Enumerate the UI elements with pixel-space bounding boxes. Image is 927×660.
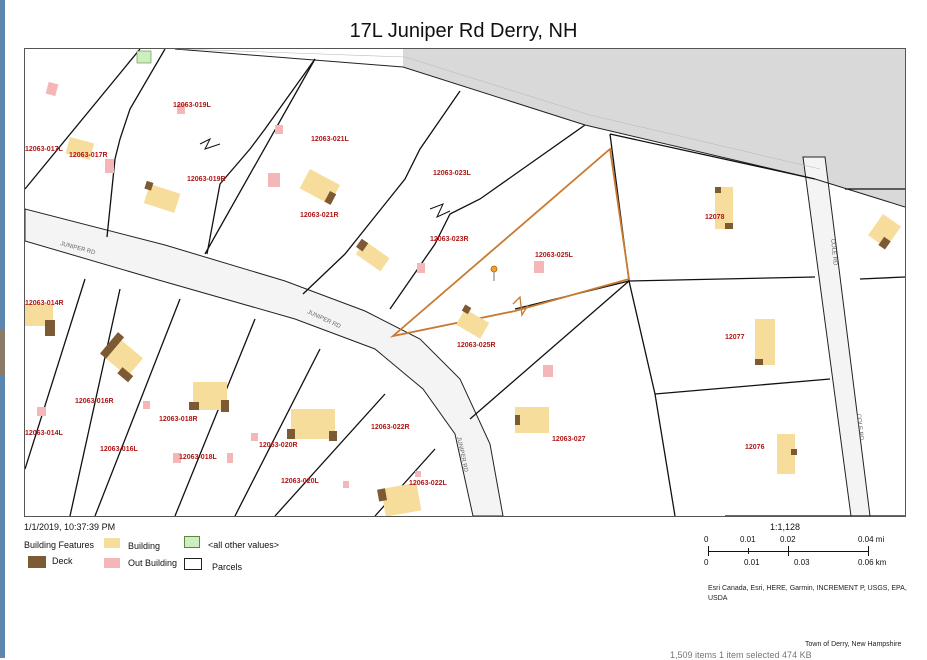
scale-tick [788,546,789,556]
window-edge [0,0,5,658]
parcel-label: 12063-018L [179,454,217,461]
scale-km-tick: 0 [704,558,709,567]
scale-mi-tick: 0 [704,535,709,544]
road-label: COLE RD [829,239,838,267]
parcel-label: 12063-022L [409,480,447,487]
building [136,50,152,64]
building [299,169,341,205]
parcel-label: 12063-025L [535,252,573,259]
scale-mi-tick: 0.02 [780,535,796,544]
out-building-swatch [104,558,120,568]
deck-swatch [28,556,46,568]
legend-label-other: <all other values> [208,540,280,550]
building [377,482,422,516]
building [777,434,797,474]
building [287,409,337,441]
parcel-label: 12063-020L [281,478,319,485]
building [868,214,902,250]
parcel-label: 12063-019R [187,176,226,183]
parcel-label: 12063-025R [457,342,496,349]
scale-mi-tick: 0.01 [740,535,756,544]
building [515,407,549,433]
map-canvas[interactable]: 12063-019L 12063-017L 12063-017R 12063-0… [25,49,905,516]
scale-km-tick: 0.01 [744,558,760,567]
parcel-label: 12063-022R [371,424,410,431]
map-title: 17L Juniper Rd Derry, NH [349,20,578,42]
status-bar: 1,509 items 1 item selected 474 KB [670,650,812,660]
building [355,238,390,272]
scale-tick [868,546,869,556]
parcel-label: 12063-023R [430,236,469,243]
buildings [25,50,902,516]
parcel-label: 12063-017R [69,152,108,159]
scale-tick [708,546,709,556]
parcel-label: 12063-023L [433,170,471,177]
parcel-label: 12077 [725,334,745,341]
building [25,304,55,336]
legend-label-deck: Deck [52,556,73,566]
out-buildings [37,81,553,488]
scale-km-tick: 0.06 km [858,558,887,567]
top-road-centerline [179,49,821,170]
scale-ratio: 1:1,128 [770,522,801,532]
parcel-label: 12063-019L [173,102,211,109]
building [65,137,95,160]
parcel-label: 12063-020R [259,442,298,449]
parcel-label: 12063-014L [25,430,63,437]
selected-parcel-outline[interactable] [389,147,631,338]
parcel-label: 12063-018R [159,416,198,423]
parcel-label: 12078 [705,214,725,221]
parcel-label: 12076 [745,444,765,451]
road-label: COLE RD [855,414,864,442]
building [143,180,181,213]
selected-parcel-jog [512,295,529,317]
cole-road [802,156,871,516]
window-edge-accent [0,330,5,375]
legend-label-building: Building [128,541,161,551]
building [99,332,143,383]
scale-tick [748,548,749,554]
scale-mi-tick: 0.04 mi [858,535,885,544]
parcel-label: 12063-017L [25,146,63,153]
parcel-label: 12063-016R [75,398,114,405]
map-frame[interactable]: 12063-019L 12063-017L 12063-017R 12063-0… [24,48,906,517]
attribution: Esri Canada, Esri, HERE, Garmin, INCREME… [708,585,907,602]
building [715,187,733,229]
building-swatch [104,538,120,548]
parcel-jog [429,203,451,219]
credit: Town of Derry, New Hampshire [805,641,902,648]
parcels-swatch [184,558,202,570]
parcel-label: 12063-016L [100,446,138,453]
building [456,304,490,339]
legend-label-parcels: Parcels [212,562,243,572]
parcel-label: 12063-014R [25,300,64,307]
gray-area [403,49,905,207]
other-values-swatch [184,536,200,548]
scale-km-tick: 0.03 [794,558,810,567]
parcel-jog [199,137,221,150]
legend-label-out-building: Out Building [128,558,178,568]
legend-heading: Building Features [24,540,95,550]
building [189,382,229,412]
juniper-road [25,208,504,516]
building [755,319,775,365]
location-pin-icon[interactable] [490,265,498,281]
parcel-label: 12063-021L [311,136,349,143]
timestamp: 1/1/2019, 10:37:39 PM [24,522,116,532]
parcel-label: 12063-027 [552,436,586,443]
parcel-label: 12063-021R [300,212,339,219]
